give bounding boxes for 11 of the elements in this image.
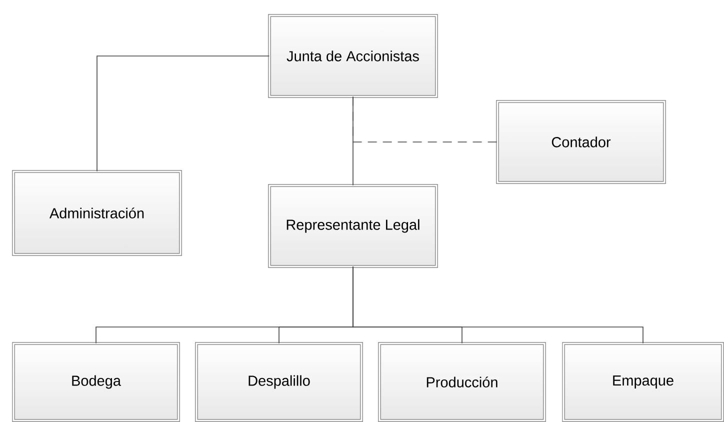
connector-line bbox=[352, 96, 498, 142]
org-box: Bodega bbox=[12, 342, 180, 422]
org-box: Despalillo bbox=[195, 342, 363, 422]
connector-line bbox=[352, 266, 644, 344]
org-box: Administración bbox=[12, 170, 182, 256]
org-box: Producción bbox=[378, 342, 546, 422]
org-box: Representante Legal bbox=[268, 184, 438, 268]
org-box: Junta de Accionistas bbox=[268, 14, 438, 98]
org-box: Contador bbox=[496, 100, 666, 184]
connector-line bbox=[96, 56, 270, 172]
org-box: Empaque bbox=[562, 342, 724, 422]
